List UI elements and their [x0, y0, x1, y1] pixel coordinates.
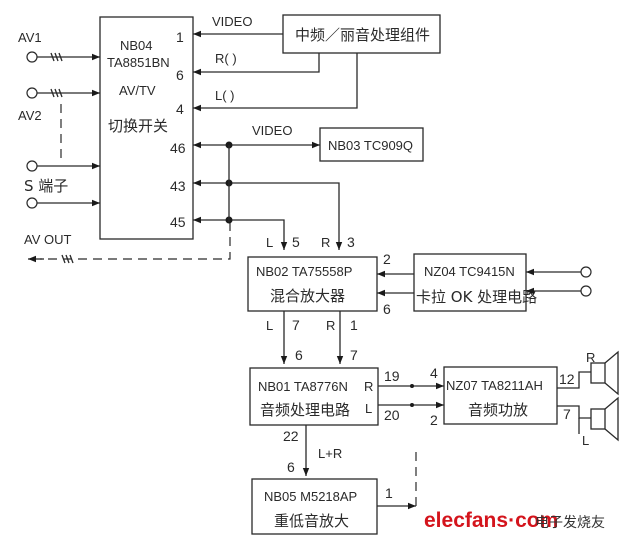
nb03-label: NB03 TC909Q — [328, 138, 413, 153]
pin-label: 2 — [430, 412, 438, 428]
av1-label: AV1 — [18, 30, 42, 45]
video-label-mid: VIDEO — [252, 123, 292, 138]
pin-label: 20 — [384, 407, 400, 423]
channel-label: R — [321, 235, 330, 250]
nb01-line2: 音频处理电路 — [260, 401, 350, 419]
pin-label: 1 — [385, 485, 393, 501]
pin-label: 1 — [176, 29, 184, 45]
nb04-chip: TA8851BN — [107, 55, 170, 70]
av2-label: AV2 — [18, 108, 42, 123]
nb04-function: 切换开关 — [108, 117, 168, 135]
channel-label: R — [364, 379, 373, 394]
nb01-audio-proc-block — [249, 367, 379, 426]
r-label: R( ) — [215, 51, 237, 66]
bus-slash-icon — [50, 52, 63, 62]
pin-label: 6 — [176, 67, 184, 83]
nb01-line1: NB01 TA8776N — [258, 379, 348, 394]
pin-label: 3 — [347, 234, 355, 250]
nz04-line2: 卡拉 OK 处理电路 — [416, 288, 537, 306]
channel-label: R — [326, 318, 335, 333]
speaker-r-label: R — [586, 350, 595, 365]
nb05-subwoofer-block — [251, 478, 378, 535]
bus-slash-icon — [61, 254, 74, 264]
pin-label: 1 — [350, 317, 358, 333]
watermark: elecfans·com 电子发烧友 — [424, 509, 605, 532]
l-label: L( ) — [215, 88, 235, 103]
mic2-jack-icon — [580, 285, 592, 297]
pin-label: 19 — [384, 368, 400, 384]
channel-label: L — [365, 401, 372, 416]
lr-sum-label: L+R — [318, 446, 342, 461]
left-speaker-icon — [590, 396, 619, 442]
l-speaker-wire-top — [557, 405, 591, 419]
pin-label: 6 — [383, 301, 391, 317]
pin-label: 5 — [292, 234, 300, 250]
nz04-karaoke-block — [413, 253, 527, 312]
s-terminal-jack-icon — [26, 160, 38, 172]
s-terminal-label: S 端子 — [24, 177, 68, 195]
av2-jack-icon — [26, 87, 38, 99]
channel-label: L — [266, 318, 273, 333]
nb05-line2: 重低音放大 — [274, 512, 349, 530]
junction-dot — [410, 403, 414, 407]
r-to-pin6 — [193, 53, 320, 76]
pin-label: 4 — [176, 101, 184, 117]
pin-label: 7 — [563, 406, 571, 422]
watermark-cn: 电子发烧友 — [535, 515, 605, 531]
av-out-dashed-line — [40, 222, 231, 260]
s-terminal-jack-2-icon — [26, 197, 38, 209]
nz07-line2: 音频功放 — [468, 401, 528, 419]
nb02-mixer-block — [247, 256, 378, 312]
pin-label: 45 — [170, 214, 186, 230]
watermark-brand: elecfans·com — [424, 509, 558, 532]
nb05-line1: NB05 M5218AP — [264, 489, 357, 504]
nb02-line2: 混合放大器 — [270, 287, 345, 305]
av1-jack-icon — [26, 51, 38, 63]
pin-label: 22 — [283, 428, 299, 444]
nb02-line1: NB02 TA75558P — [256, 264, 352, 279]
nb04-mode: AV/TV — [119, 83, 156, 98]
r-speaker-wire — [557, 371, 591, 389]
pin-label: 12 — [559, 371, 575, 387]
nb04-model: NB04 — [120, 38, 153, 53]
av-out-label: AV OUT — [24, 232, 71, 247]
if-nicam-label: 中频／丽音处理组件 — [295, 26, 430, 44]
pin-label: 4 — [430, 365, 438, 381]
pin-label: 43 — [170, 178, 186, 194]
l-to-pin4 — [193, 53, 358, 112]
l-to-nb02 — [229, 219, 288, 250]
nb03-block — [319, 127, 424, 162]
right-speaker-icon — [590, 350, 619, 396]
video-label-top: VIDEO — [212, 14, 252, 29]
nb04-switch-block — [99, 16, 194, 240]
bus-slash-icon — [50, 88, 63, 98]
channel-label: L — [266, 235, 273, 250]
nz07-line1: NZ07 TA8211AH — [446, 378, 543, 393]
r-to-nb02 — [229, 182, 343, 250]
pin-label: 7 — [350, 347, 358, 363]
nz07-power-amp-block — [443, 366, 558, 425]
nz04-line1: NZ04 TC9415N — [424, 264, 515, 279]
speaker-l-label: L — [582, 433, 589, 448]
pin-label: 6 — [287, 459, 295, 475]
junction-dot — [410, 384, 414, 388]
pin-label: 6 — [295, 347, 303, 363]
pin-label: 2 — [383, 251, 391, 267]
pin-label: 46 — [170, 140, 186, 156]
pin-label: 7 — [292, 317, 300, 333]
mic1-jack-icon — [580, 266, 592, 278]
